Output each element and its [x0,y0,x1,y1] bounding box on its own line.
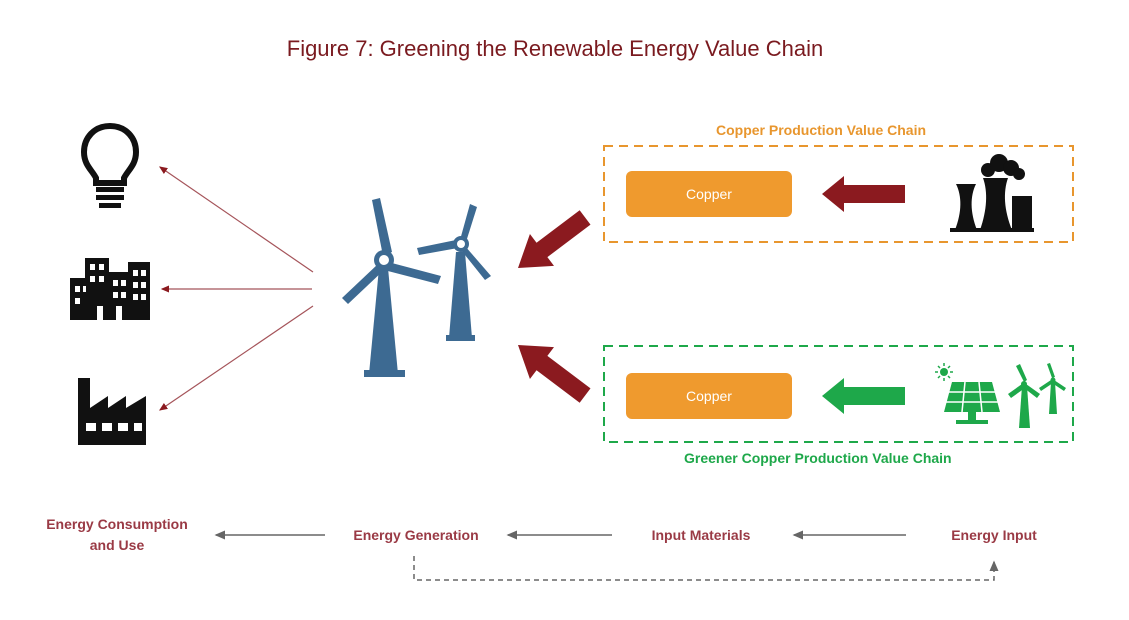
arrow-greener-copper-to-turbine [518,345,591,403]
stage-input-materials: Input Materials [651,527,751,543]
greener-chain-box [603,345,1074,443]
copper-box: Copper [626,171,792,217]
arrow-to-factory [159,305,314,411]
stage-energy-input: Energy Input [951,527,1037,543]
stage-energy-generation: Energy Generation [353,527,479,543]
stage-energy-consumption: Energy Consumption and Use [46,516,188,553]
coal-power-plant-icon [950,154,1034,232]
copper-chain-label: Copper Production Value Chain [716,122,927,138]
arrow-to-bulb [159,166,314,273]
light-bulb-icon [80,122,140,208]
copper-chain-box [603,145,1074,243]
input-arrows [518,210,591,403]
wind-turbines-icon [342,198,491,377]
output-arrows [159,166,314,411]
factory-icon [78,378,146,445]
solar-wind-icon [935,363,1066,428]
figure-title: Figure 7: Greening the Renewable Energy … [286,36,824,61]
feedback-dashed-arrow [413,556,999,581]
city-buildings-icon [70,258,150,320]
arrow-coal-to-copper [822,176,905,212]
arrow-green-to-copper [822,378,905,414]
greener-chain-label: Greener Copper Production Value Chain [684,450,952,466]
arrow-copper-to-turbine [518,210,591,268]
greener-copper-box: Copper [626,373,792,419]
